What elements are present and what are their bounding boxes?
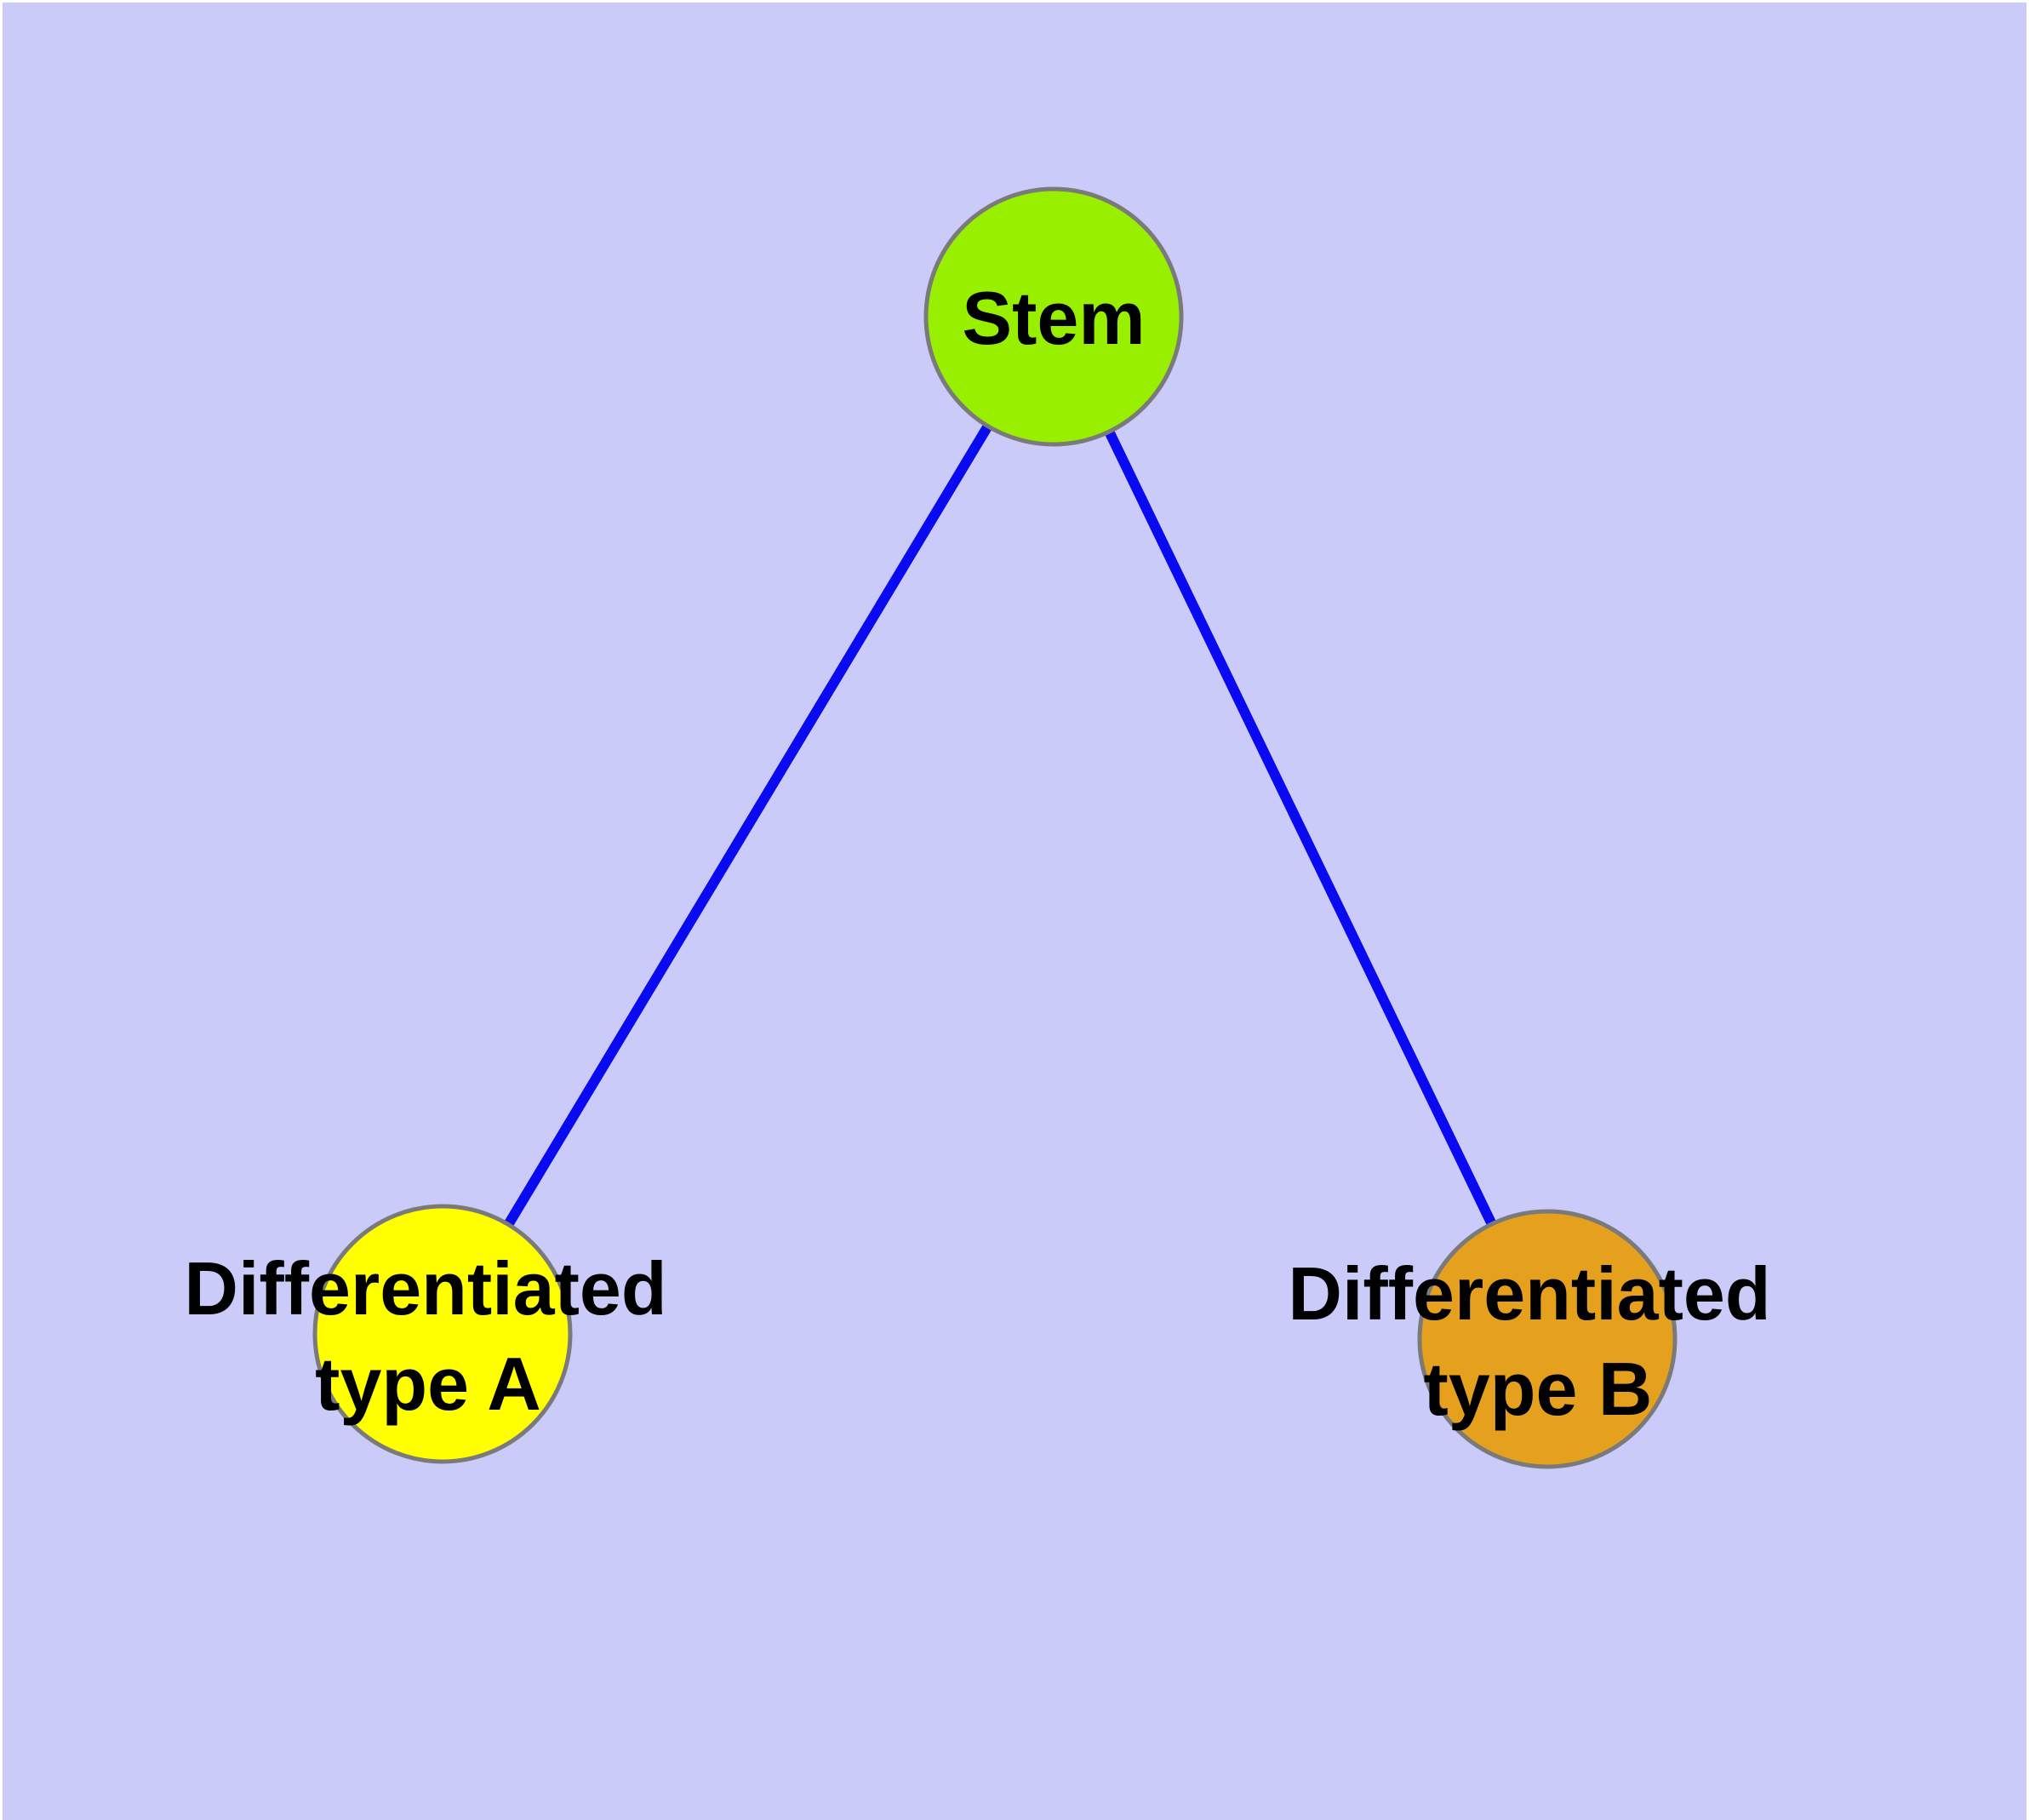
- node-type-a-circle: [312, 1204, 573, 1464]
- node-type-b-label-line1: Differentiated: [1288, 1251, 1770, 1336]
- node-type-b-label-line2: type B: [1424, 1347, 1653, 1431]
- edge-stem-to-type-a: [437, 313, 1059, 1337]
- node-stem-label: Stem: [962, 276, 1145, 360]
- edge-stem-to-type-b: [1049, 314, 1552, 1342]
- node-type-a-label-line2: type A: [315, 1342, 541, 1426]
- node-stem-circle: [923, 186, 1184, 447]
- node-type-b-circle: [1417, 1209, 1677, 1469]
- node-type-a-label-line1: Differentiated: [184, 1246, 666, 1331]
